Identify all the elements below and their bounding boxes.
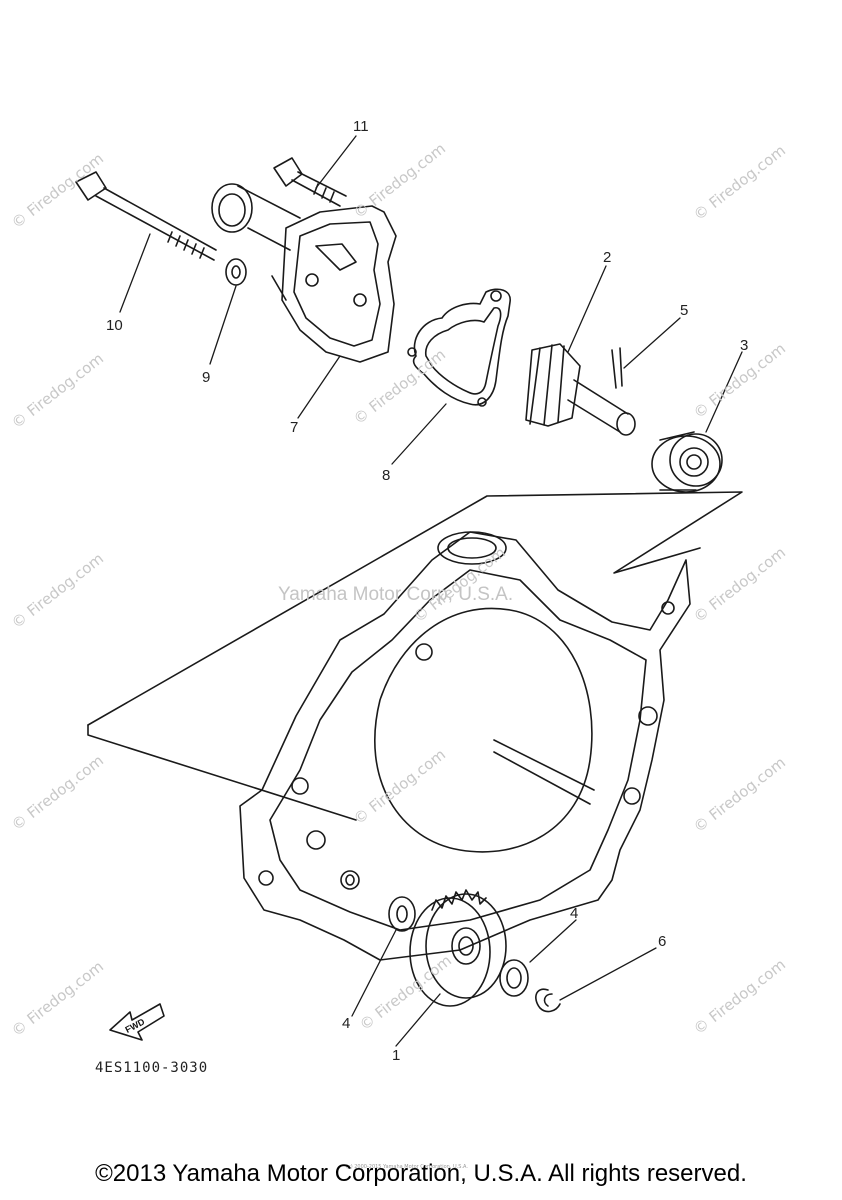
fine-print: (c) 2000-2015 Yamaha Motor Corporation, … xyxy=(346,1164,468,1170)
callout-3: 3 xyxy=(740,337,748,354)
callout-11: 11 xyxy=(353,118,369,135)
callout-5: 5 xyxy=(680,302,688,319)
leader-lines xyxy=(119,135,743,1047)
long-bolt-part-10 xyxy=(75,171,217,261)
callout-7: 7 xyxy=(290,419,298,436)
washer-part-9 xyxy=(225,258,247,286)
alignment-outline xyxy=(87,491,743,821)
callout-8: 8 xyxy=(382,467,390,484)
diagram-code: 4ES1100-3030 xyxy=(95,1060,209,1076)
gear-part-1 xyxy=(409,889,507,1007)
center-watermark: Yamaha Motor Corp, U.S.A. xyxy=(278,584,514,605)
pin-part-5 xyxy=(611,347,623,389)
callout-1: 1 xyxy=(392,1047,400,1064)
circlip-part-6 xyxy=(535,988,561,1013)
callout-10: 10 xyxy=(106,317,123,334)
fwd-label: FWD xyxy=(124,1016,147,1035)
callout-4-lower: 4 xyxy=(342,1015,350,1032)
fwd-arrow xyxy=(109,1003,165,1041)
callout-4-right: 4 xyxy=(570,905,578,922)
callout-9: 9 xyxy=(202,369,210,386)
bearing-part-3 xyxy=(651,431,723,493)
impeller-shaft-part-2 xyxy=(525,343,636,436)
callout-2: 2 xyxy=(603,249,611,266)
callout-6: 6 xyxy=(658,933,666,950)
gasket-part-8 xyxy=(412,288,511,406)
washer-part-4-lower xyxy=(388,896,416,932)
washer-part-4-right xyxy=(499,959,529,997)
short-bolt-part-11 xyxy=(273,157,347,207)
crankcase-cover xyxy=(239,531,691,961)
pump-housing-part-7 xyxy=(211,183,397,363)
copyright-footer: ©2013 Yamaha Motor Corporation, U.S.A. A… xyxy=(95,1160,747,1187)
